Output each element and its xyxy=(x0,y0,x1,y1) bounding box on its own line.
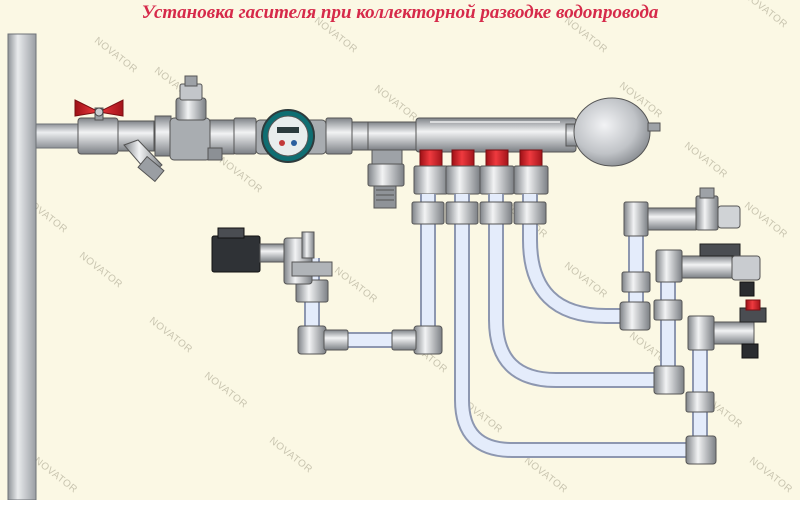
outlet-valve-1 xyxy=(413,149,449,195)
diagram-title: Установка гасителя при коллекторной разв… xyxy=(141,2,659,23)
consumer-valve-1 xyxy=(623,187,741,237)
strainer-icon xyxy=(117,120,165,183)
pressure-reducer-icon xyxy=(154,75,235,161)
ball-valve-icon xyxy=(74,99,124,155)
pipe-fittings xyxy=(295,201,717,465)
outlet-valve-4 xyxy=(513,149,549,195)
outlet-valve-3 xyxy=(479,149,515,195)
consumer-valve-2 xyxy=(655,243,761,297)
manifold-icon xyxy=(415,117,577,153)
pressure-switch-icon xyxy=(211,227,333,285)
union-fitting xyxy=(233,117,257,155)
union-fitting xyxy=(325,117,369,155)
bottom-border xyxy=(0,500,800,508)
expansion-tank-icon xyxy=(565,97,661,167)
water-meter-icon xyxy=(255,109,327,163)
distribution-pipes xyxy=(304,194,708,458)
consumer-valve-3 xyxy=(687,299,767,359)
riser-pipe xyxy=(7,33,37,501)
water-hammer-arrestor-icon xyxy=(367,121,417,209)
outlet-valve-2 xyxy=(445,149,481,195)
